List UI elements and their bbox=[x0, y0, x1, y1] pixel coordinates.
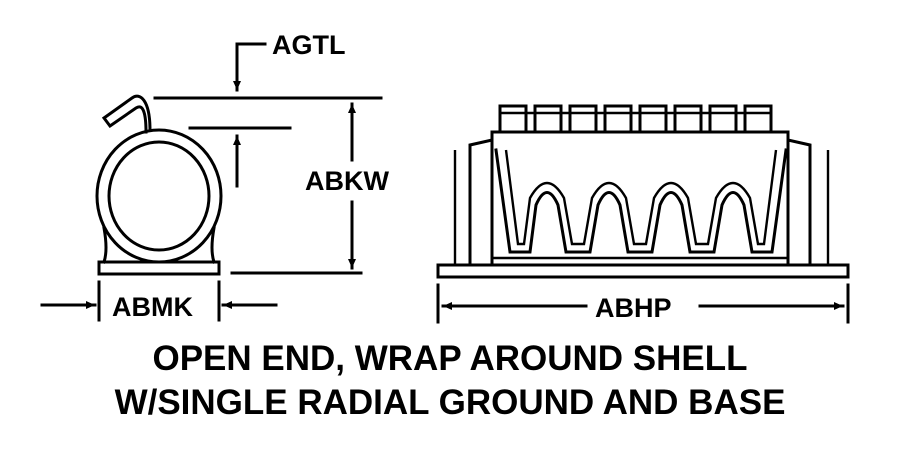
shell-outer-ring bbox=[95, 128, 223, 264]
contact-tooth bbox=[603, 104, 633, 134]
end-view bbox=[95, 94, 223, 276]
abmk-dimension: ABMK bbox=[40, 280, 278, 322]
corrugation-outer bbox=[494, 148, 788, 254]
side-view-base-plate bbox=[436, 263, 850, 279]
shell-inner-ring bbox=[107, 140, 211, 252]
abmk-label: ABMK bbox=[112, 292, 193, 322]
contact-tooth bbox=[673, 104, 703, 134]
contact-tooth bbox=[498, 104, 528, 134]
abkw-label: ABKW bbox=[305, 166, 389, 196]
abhp-label: ABHP bbox=[595, 293, 672, 323]
caption-line-2: W/SINGLE RADIAL GROUND AND BASE bbox=[115, 383, 786, 422]
contact-tooth bbox=[533, 104, 563, 134]
contact-tooth bbox=[638, 104, 668, 134]
abhp-dimension: ABHP bbox=[436, 283, 850, 324]
agtl-leader bbox=[233, 42, 267, 92]
caption-line-1: OPEN END, WRAP AROUND SHELL bbox=[152, 339, 747, 378]
agtl-dimension: AGTL bbox=[153, 30, 383, 188]
shell-left-leg bbox=[102, 226, 108, 264]
abkw-dimension: ABKW bbox=[230, 102, 389, 275]
shell-left-wall bbox=[468, 138, 494, 267]
contact-tooth bbox=[568, 104, 598, 134]
contact-tooth bbox=[743, 104, 773, 134]
contact-tooth bbox=[708, 104, 738, 134]
shell-right-wall bbox=[786, 138, 812, 267]
corrugation-inner bbox=[504, 149, 778, 246]
shell-right-leg bbox=[210, 226, 216, 264]
side-view bbox=[436, 104, 850, 279]
contact-teeth bbox=[498, 104, 773, 134]
end-view-base-plate bbox=[97, 260, 221, 276]
radial-ground-wire bbox=[101, 94, 152, 134]
agtl-label: AGTL bbox=[272, 30, 346, 60]
